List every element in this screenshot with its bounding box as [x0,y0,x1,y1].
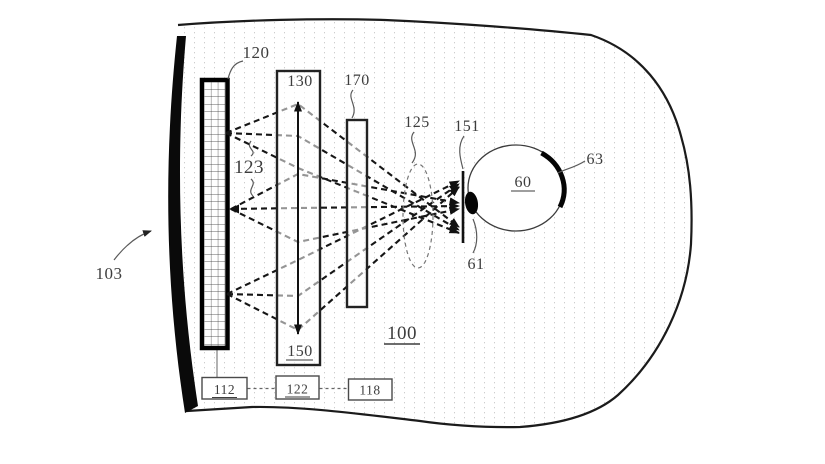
module-112-label: 112 [214,382,235,397]
module-112-box [201,376,248,400]
pupil-leader [472,218,478,254]
eyebox-leader [411,131,417,164]
rays-leader-upper [248,140,254,157]
display-leader [227,60,244,80]
housing-front-band [168,36,198,413]
housing-outline [177,18,693,429]
lens-label: 130 [287,73,313,90]
rays-leader-lower [250,178,254,197]
module-118-label: 118 [359,383,380,398]
lens-axis-label: 150 [287,343,313,360]
pupil [464,191,479,215]
sclera-arc [540,150,567,209]
eyebox-label: 125 [404,114,430,131]
module-122-label: 122 [287,382,309,397]
optical-element [345,118,369,309]
eye-label: 60 [515,174,532,191]
eyebox-ellipse [402,163,434,269]
paper-texture [178,19,692,428]
display-panel-grid [204,82,225,346]
module-122-box [275,375,320,400]
sclera-label: 63 [587,151,604,168]
display-label: 120 [243,43,270,62]
optical-element-label: 170 [344,72,370,89]
rays-label: 123 [234,157,264,178]
system-label: 100 [387,323,417,344]
housing-label: 103 [96,264,123,283]
optical-element-leader [350,89,355,119]
pupil-plane-label: 151 [454,118,480,135]
module-118-box [347,378,393,401]
housing-leader-arrow [113,230,152,261]
ray-source-arrowhead [229,204,239,214]
pupil-plane-leader [459,135,465,170]
sclera-leader [557,160,586,174]
pupil-label: 61 [468,256,485,273]
